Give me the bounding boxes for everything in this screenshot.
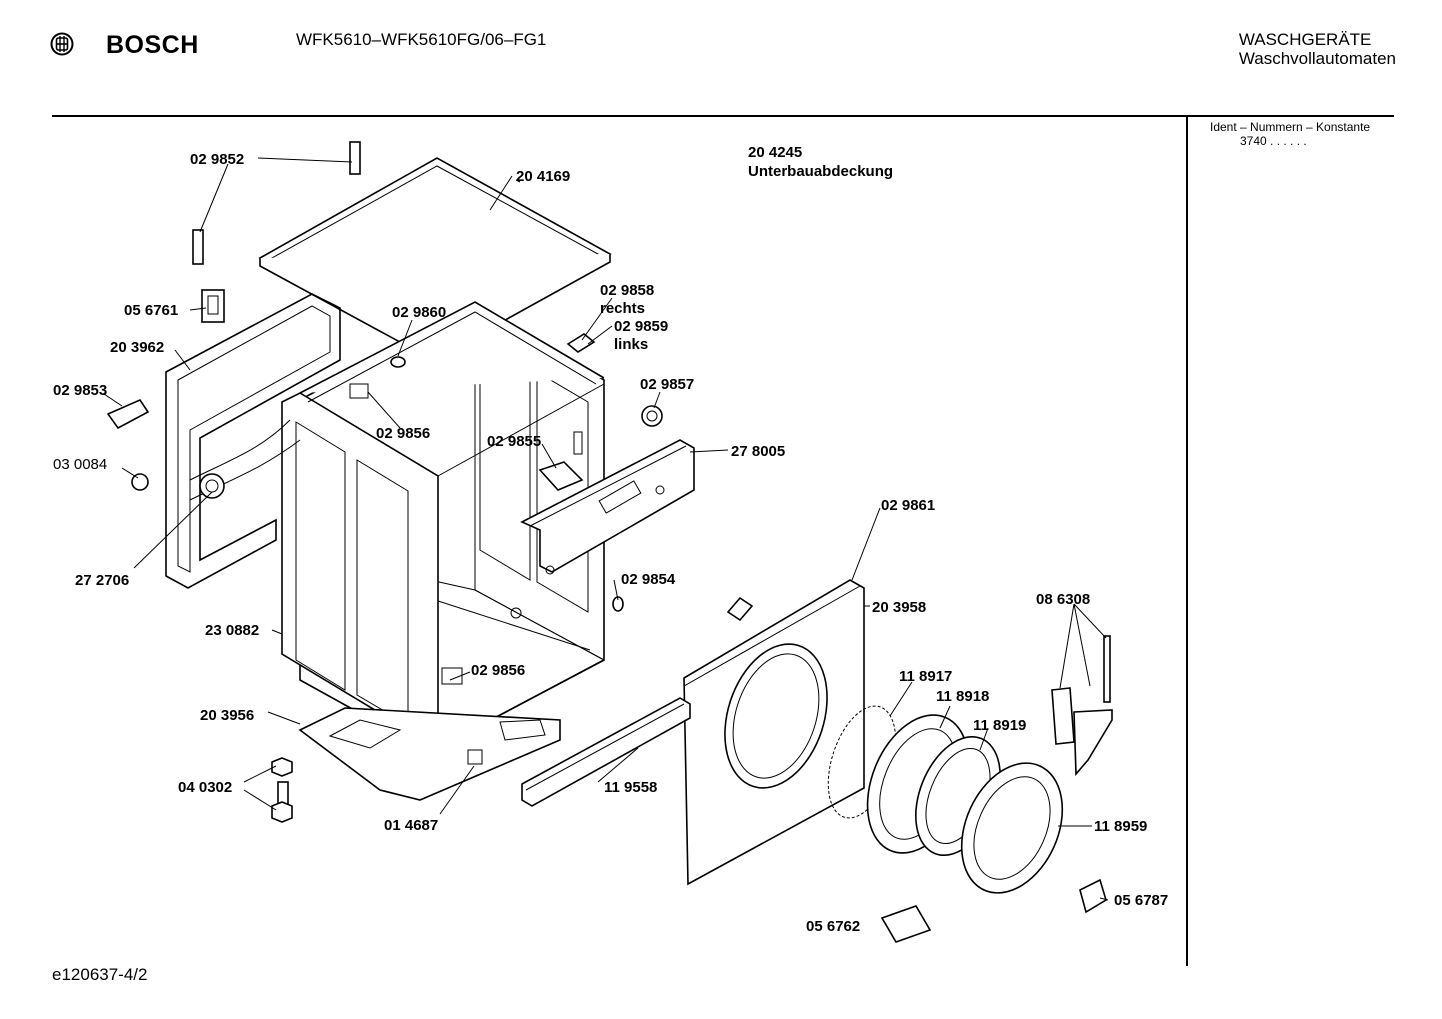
label-118919: 11 8919: [973, 717, 1026, 734]
label-029852: 02 9852: [190, 151, 244, 168]
label-029857: 02 9857: [640, 376, 694, 393]
label-029855: 02 9855: [487, 433, 541, 450]
label-029861: 02 9861: [881, 497, 935, 514]
label-029854: 02 9854: [621, 571, 676, 588]
label-119558: 11 9558: [604, 779, 657, 796]
brand-name: BOSCH: [106, 31, 199, 59]
label-029853: 02 9853: [53, 382, 107, 399]
label-029858: 02 9858: [600, 282, 654, 299]
label-029856-top: 02 9856: [376, 425, 430, 442]
category-line-1: WASCHGERÄTE: [1238, 30, 1372, 49]
leader-lines: [103, 157, 1109, 901]
label-204169: 20 4169: [516, 168, 570, 185]
model-number: WFK5610–WFK5610FG/06–FG1: [296, 30, 547, 49]
top-cover-part: [258, 157, 612, 361]
assembly-name: Unterbauabdeckung: [748, 163, 893, 180]
label-056762: 05 6762: [806, 918, 860, 935]
door-ring-parts: [827, 705, 1064, 894]
rear-panel-part: [165, 293, 341, 589]
label-118917: 11 8917: [899, 668, 952, 685]
label-030084: 03 0084: [53, 456, 107, 473]
base-plate-part: [298, 707, 561, 801]
label-118959: 11 8959: [1094, 818, 1147, 835]
door-hinge-part: [1051, 635, 1113, 777]
label-086308: 08 6308: [1036, 591, 1090, 608]
label-029859: 02 9859: [614, 318, 668, 335]
label-014687: 01 4687: [384, 817, 438, 834]
assembly-number: 20 4245: [748, 144, 802, 161]
document-id: e120637-4/2: [52, 965, 148, 984]
label-272706: 27 2706: [75, 572, 129, 589]
label-056787: 05 6787: [1114, 892, 1168, 909]
bosch-logo-icon: [50, 32, 74, 56]
label-118918: 11 8918: [936, 688, 989, 705]
ident-title: Ident – Nummern – Konstante: [1210, 120, 1371, 134]
label-203956: 20 3956: [200, 707, 254, 724]
label-029856-bottom: 02 9856: [471, 662, 525, 679]
label-278005: 27 8005: [731, 443, 785, 460]
category-line-2: Waschvollautomaten: [1238, 49, 1396, 68]
cover-strip-part: [521, 697, 691, 807]
ident-value: 3740 . . . . . .: [1240, 134, 1307, 148]
label-056761: 05 6761: [124, 302, 178, 319]
label-rechts: rechts: [600, 300, 645, 317]
label-230882: 23 0882: [205, 622, 259, 639]
label-203962: 20 3962: [110, 339, 164, 356]
label-029860: 02 9860: [392, 304, 446, 321]
label-links: links: [614, 336, 648, 353]
cabinet-part: [281, 301, 606, 753]
label-040302: 04 0302: [178, 779, 232, 796]
ident-box: Ident – Nummern – Konstante 3740 . . . .…: [1210, 120, 1370, 148]
label-203958: 20 3958: [872, 599, 926, 616]
control-support-part: [520, 439, 695, 575]
small-parts: [106, 141, 1107, 943]
front-panel-part: [683, 579, 865, 886]
product-category: WASCHGERÄTE Waschvollautomaten: [1239, 30, 1396, 68]
